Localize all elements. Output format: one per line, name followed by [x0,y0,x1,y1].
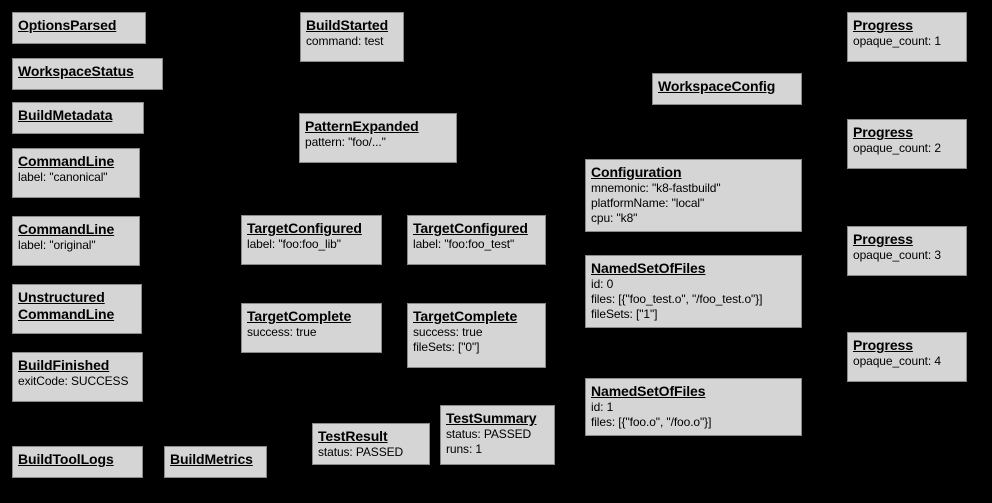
node-title: BuildToolLogs [18,451,114,467]
node-title: OptionsParsed [18,17,117,33]
node-options-parsed[interactable]: OptionsParsed [12,12,146,44]
node-field: exitCode: SUCCESS [18,374,129,388]
node-title: Unstructured CommandLine [18,289,115,322]
node-field: id: 1 [591,400,614,414]
node-field: files: [{"foo.o", "/foo.o"}] [591,415,712,429]
node-field: success: true [247,325,317,339]
node-field: opaque_count: 2 [853,141,941,155]
node-field: status: PASSED [446,427,532,441]
node-field: opaque_count: 3 [853,248,941,262]
node-title: Progress [853,124,913,140]
node-field: cpu: "k8" [591,211,638,225]
node-title: Configuration [591,164,682,180]
node-title: Progress [853,231,913,247]
node-title: CommandLine [18,153,115,169]
node-title: NamedSetOfFiles [591,383,706,399]
node-title: Progress [853,337,913,353]
node-field: label: "canonical" [18,170,108,184]
node-title: BuildMetrics [170,451,253,467]
node-field: fileSets: ["1"] [591,307,658,321]
node-title: CommandLine [18,221,115,237]
node-workspace-status[interactable]: WorkspaceStatus [12,58,163,90]
node-field: opaque_count: 4 [853,354,941,368]
node-unstructured-command-line[interactable]: Unstructured CommandLine [12,284,142,334]
node-field: id: 0 [591,277,614,291]
node-field: platformName: "local" [591,196,705,210]
node-field: fileSets: ["0"] [413,340,480,354]
node-field: label: "original" [18,238,96,252]
node-field: label: "foo:foo_lib" [247,237,341,251]
node-title: BuildFinished [18,357,110,373]
node-title: TestSummary [446,410,537,426]
node-title: TargetConfigured [413,220,528,236]
node-field: opaque_count: 1 [853,34,941,48]
node-title: PatternExpanded [305,118,419,134]
node-field: mnemonic: "k8-fastbuild" [591,181,721,195]
node-title: BuildStarted [306,17,389,33]
node-title: NamedSetOfFiles [591,260,706,276]
node-field: command: test [306,34,384,48]
node-field: runs: 1 [446,442,482,456]
node-title: TestResult [318,428,388,444]
node-field: pattern: "foo/..." [305,135,386,149]
node-build-metadata[interactable]: BuildMetadata [12,102,144,134]
node-build-metrics[interactable]: BuildMetrics [164,446,267,478]
node-title: TargetConfigured [247,220,362,236]
node-title: BuildMetadata [18,107,113,123]
node-title: Progress [853,17,913,33]
node-field: success: true [413,325,483,339]
node-workspace-config[interactable]: WorkspaceConfig [652,73,802,105]
node-title: TargetComplete [413,308,518,324]
node-field: files: [{"foo_test.o", "/foo_test.o"}] [591,292,763,306]
node-title: WorkspaceStatus [18,63,134,79]
node-field: status: PASSED [318,445,404,459]
node-title: TargetComplete [247,308,352,324]
node-build-tool-logs[interactable]: BuildToolLogs [12,446,143,478]
node-title: WorkspaceConfig [658,78,776,94]
node-field: label: "foo:foo_test" [413,237,515,251]
